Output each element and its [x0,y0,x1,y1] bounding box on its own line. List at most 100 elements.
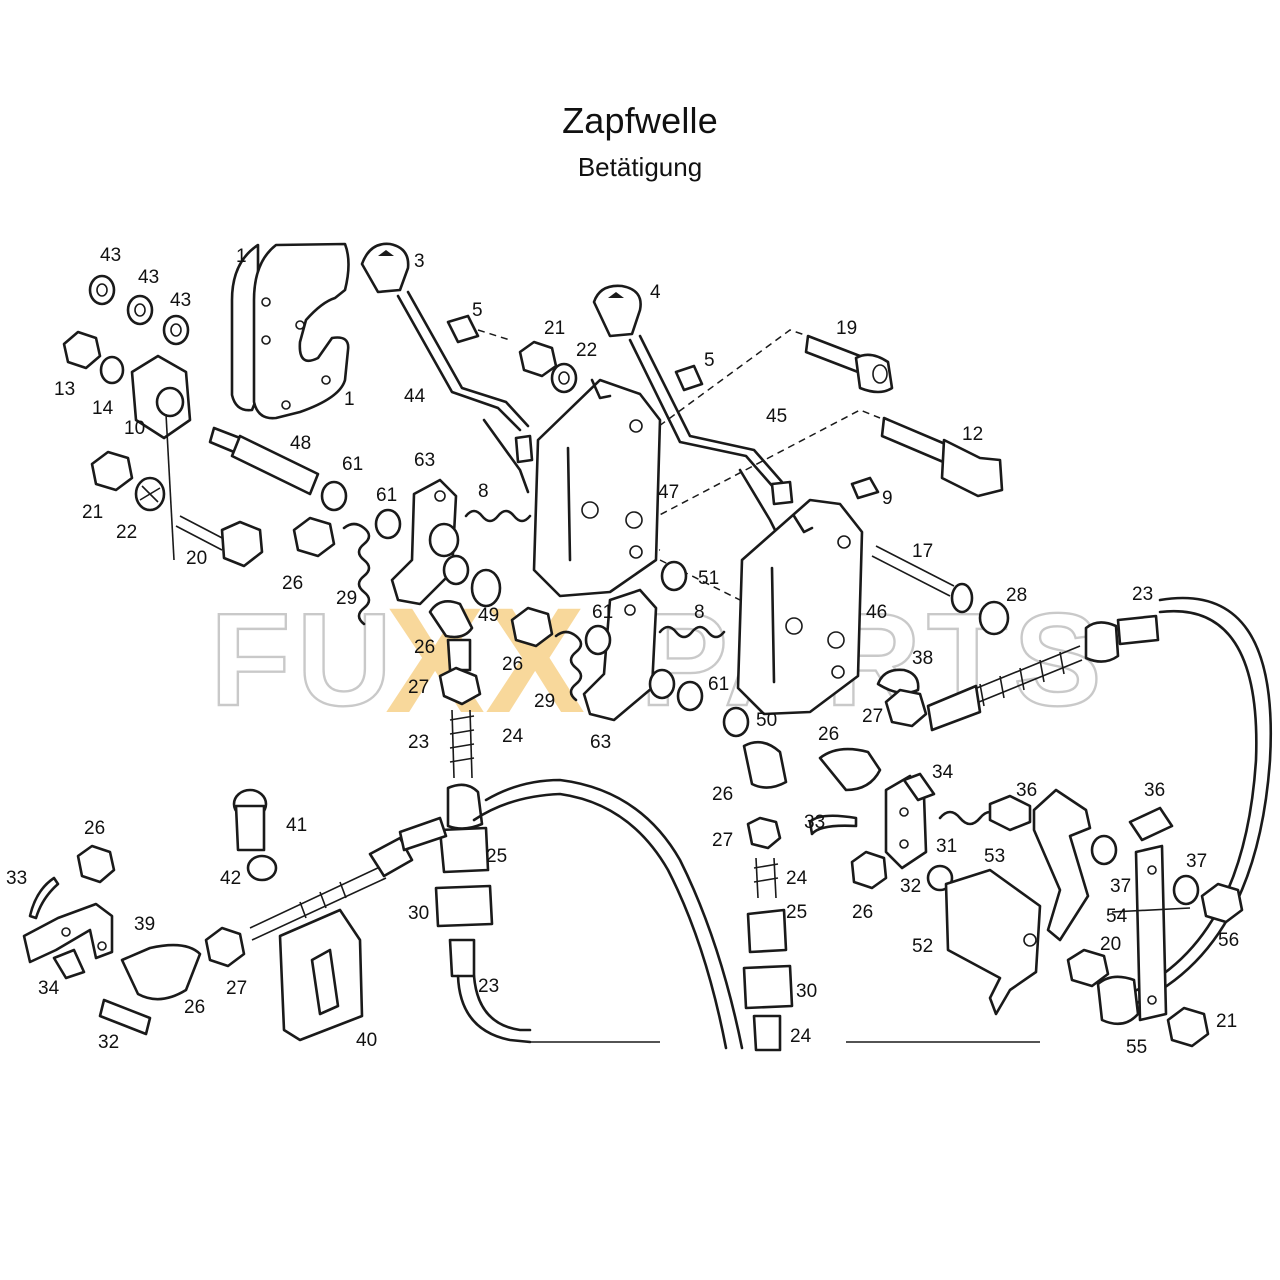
part-label: 23 [1132,584,1153,605]
bolt-12 [880,416,1004,498]
part-label: 37 [1186,851,1207,872]
pin-5-left [446,314,511,344]
cable-23-right [926,596,1273,1012]
part-label: 26 [84,818,105,839]
part-label: 29 [336,588,357,609]
part-label: 9 [882,488,893,509]
part-label: 19 [836,318,857,339]
part-label: 48 [290,433,311,454]
lever-39 [22,844,246,1036]
part-label: 27 [862,706,883,727]
part-label: 52 [912,936,933,957]
part-label: 27 [712,830,733,851]
part-label: 32 [98,1032,119,1053]
part-label: 26 [818,724,839,745]
bracket-52 [944,868,1042,1016]
part-label: 26 [282,573,303,594]
part-label: 45 [766,406,787,427]
part-label: 53 [984,846,1005,867]
bracket-plate-1 [230,242,350,420]
part-label: 63 [590,732,611,753]
pin-5-right [674,364,704,392]
ball-joint-center [722,706,788,850]
part-label: 24 [790,1026,812,1047]
part-label: 55 [1126,1037,1147,1058]
page-subtitle: Betätigung [577,152,703,182]
rod-23-left [434,709,494,978]
part-label: 4 [650,282,661,303]
part-label: 38 [912,648,933,669]
part-label: 30 [796,981,817,1002]
part-label: 43 [138,267,159,288]
part-label: 5 [704,350,715,371]
lever-44 [360,242,534,494]
part-label: 43 [170,290,191,311]
part-label: 1 [236,246,247,267]
part-label: 1 [344,389,355,410]
part-label: 33 [6,868,27,889]
nut-27-right [884,688,928,728]
part-label: 47 [658,482,679,503]
part-label: 26 [414,637,435,658]
part-label: 31 [936,836,957,857]
part-label: 44 [404,386,426,407]
bracket-31 [808,772,954,892]
part-label: 24 [502,726,524,747]
part-label: 14 [92,398,114,419]
part-label: 49 [478,605,499,626]
part-label: 8 [694,602,705,623]
bracket-40 [232,788,448,1042]
part-label: 43 [100,245,121,266]
part-label: 8 [478,481,489,502]
right-hardware [1066,806,1244,1048]
nut-21-upper [518,340,578,394]
spring-29-left [292,480,402,626]
part-label: 25 [486,846,507,867]
watermark-fu: FU [210,586,398,733]
part-label: 61 [376,485,397,506]
nut-21-lower [90,450,264,568]
part-label: 22 [576,340,597,361]
part-label: 23 [478,976,499,997]
housing-46 [736,498,864,716]
part-label: 26 [712,784,733,805]
bracket-63-lower [510,560,726,722]
part-label: 20 [186,548,207,569]
part-label: 26 [852,902,873,923]
part-label: 32 [900,876,921,897]
part-label: 27 [226,978,247,999]
part-label: 61 [708,674,729,695]
part-label: 28 [1006,585,1027,606]
part-label: 3 [414,251,425,272]
part-label: 54 [1106,906,1128,927]
bolt-48 [208,426,320,496]
part-label: 10 [124,418,145,439]
part-label: 21 [1216,1011,1237,1032]
washers-43 [88,274,190,346]
part-label: 21 [82,502,103,523]
part-label: 22 [116,522,137,543]
part-label: 51 [698,568,719,589]
part-label: 56 [1218,930,1239,951]
part-label: 40 [356,1030,377,1051]
part-label: 24 [786,868,808,889]
cable-24 [456,778,744,1050]
part-label: 27 [408,677,429,698]
part-label: 26 [502,654,523,675]
part-label: 34 [38,978,60,999]
part-label: 36 [1016,780,1037,801]
part-label: 34 [932,762,954,783]
part-label: 46 [866,602,887,623]
part-label: 37 [1110,876,1131,897]
part-label: 5 [472,300,483,321]
part-label: 17 [912,541,933,562]
part-label: 26 [184,997,205,1018]
bolt-17 [871,545,1010,636]
part-label: 36 [1144,780,1165,801]
part-label: 30 [408,903,429,924]
part-labels: 43 43 43 1 1 3 5 4 5 21 22 19 13 14 10 4… [6,245,1239,1058]
housing-47 [532,378,662,598]
lever-45 [592,284,794,542]
